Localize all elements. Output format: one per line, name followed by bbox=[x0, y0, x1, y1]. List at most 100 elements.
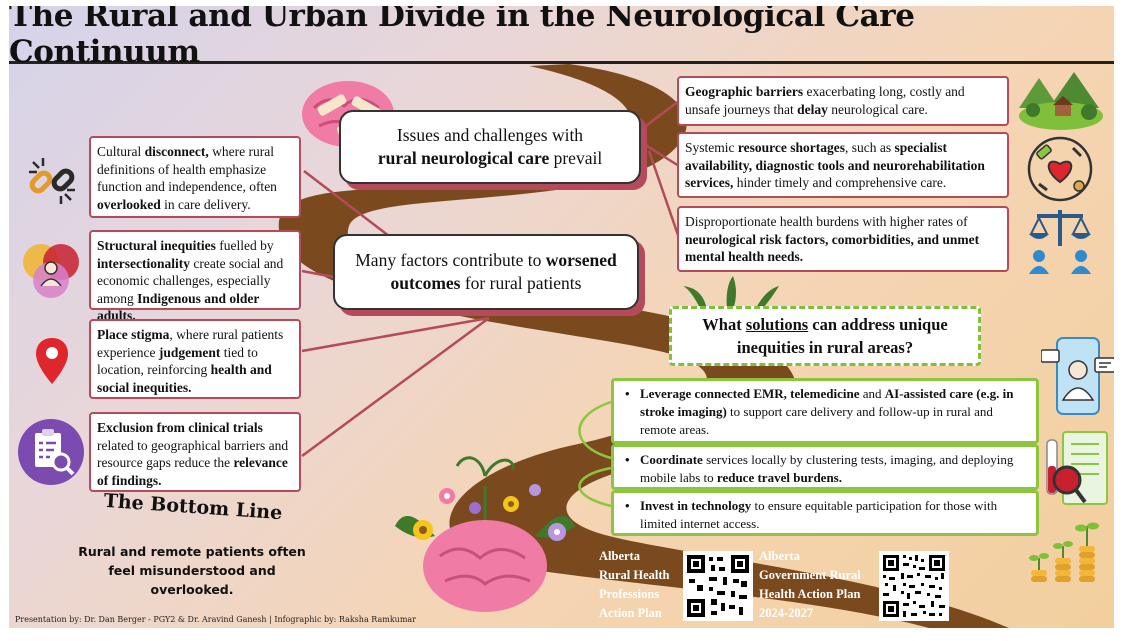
text-bold: overlooked bbox=[97, 196, 161, 212]
text-bold: Structural inequities bbox=[97, 238, 216, 253]
healthcare-circle-icon bbox=[1027, 136, 1093, 202]
qr-label-line: Government Rural bbox=[759, 568, 861, 582]
flower bbox=[469, 502, 481, 514]
flower bbox=[413, 520, 433, 540]
scales-icon bbox=[1029, 210, 1091, 274]
text-bold: resource shortages bbox=[737, 140, 845, 155]
solution-coordinate: Coordinate services locally by clusterin… bbox=[611, 444, 1039, 490]
text-part: exacerbating long, costly and unsafe jou… bbox=[685, 84, 965, 117]
geographic-barriers-box: Geographic barriers exacerbating long, c… bbox=[677, 76, 1009, 126]
solution-invest: Invest in technology to ensure equitable… bbox=[611, 490, 1039, 536]
text-bold: delay bbox=[797, 101, 828, 117]
text-bold: intersectionality bbox=[97, 255, 190, 271]
page-title: The Rural and Urban Divide in the Neurol… bbox=[9, 6, 915, 70]
coin-plants-icon bbox=[1029, 522, 1099, 582]
resource-shortages-box: Systemic resource shortages, such as spe… bbox=[677, 132, 1009, 198]
text-part: related to geographical barriers and res… bbox=[97, 437, 289, 471]
qr-label-line: Alberta bbox=[599, 549, 640, 563]
text-part: , where rural patients experience bbox=[97, 327, 284, 360]
health-burdens-box: Disproportionate health burdens with hig… bbox=[677, 206, 1009, 272]
flower bbox=[529, 484, 541, 496]
qr-label-line: Health Action Plan bbox=[759, 587, 861, 601]
flower bbox=[503, 496, 519, 512]
lab-results-icon bbox=[1046, 431, 1108, 505]
qr-label-line: Professions bbox=[599, 587, 660, 601]
solutions-q-underlined: solutions bbox=[745, 315, 809, 334]
text-bold: health and social inequities. bbox=[97, 362, 272, 395]
leaves-decoration bbox=[683, 276, 779, 310]
flower bbox=[439, 488, 455, 504]
text-bold: Place stigma bbox=[97, 327, 170, 342]
qr-code-government-rural-health[interactable] bbox=[879, 551, 949, 621]
factors-line1-bold: worsened bbox=[545, 250, 617, 270]
connector-lines bbox=[301, 100, 681, 458]
solutions-q-line2: inequities in rural areas? bbox=[736, 338, 914, 357]
qr-label-line: Rural Health bbox=[599, 568, 670, 582]
text-part: to support care delivery and follow-up i… bbox=[640, 404, 993, 437]
text-part: Cultural bbox=[97, 144, 145, 159]
text-part: tied to location, reinforcing bbox=[97, 344, 258, 378]
text-bold: disconnect, bbox=[144, 144, 209, 159]
text-part: and bbox=[859, 386, 885, 401]
text-part: where rural definitions of health emphas… bbox=[97, 144, 277, 194]
text-bold: relevance of findings. bbox=[97, 455, 288, 488]
solutions-q-pre: What bbox=[702, 315, 746, 334]
qr-code-rural-health-professions[interactable] bbox=[683, 551, 753, 621]
text-bold: Exclusion from clinical trials bbox=[97, 420, 263, 435]
brain-flowers-icon bbox=[395, 456, 575, 612]
text-part: neurological care. bbox=[827, 101, 928, 117]
factors-bubble: Many factors contribute to worsened outc… bbox=[333, 234, 639, 310]
qr-label-government-rural-health: Alberta Government Rural Health Action P… bbox=[759, 547, 861, 623]
text-bold: Geographic barriers bbox=[685, 84, 804, 99]
flower bbox=[548, 523, 566, 541]
qr-label-rural-health-professions: Alberta Rural Health Professions Action … bbox=[599, 547, 669, 623]
text-part: fuelled by bbox=[215, 238, 274, 253]
structural-inequities-box: Structural inequities fuelled by interse… bbox=[89, 230, 301, 323]
solution-emr: Leverage connected EMR, telemedicine and… bbox=[611, 378, 1039, 444]
text-bold: reduce travel burdens. bbox=[716, 470, 842, 485]
text-bold: Leverage connected EMR, telemedicine bbox=[640, 386, 860, 401]
solution-connectors bbox=[578, 400, 612, 508]
text-part: create social and economic challenges, e… bbox=[97, 255, 284, 306]
infographic-poster: The Rural and Urban Divide in the Neurol… bbox=[9, 6, 1114, 628]
road-shape bbox=[278, 64, 1009, 628]
broken-chain-icon bbox=[29, 158, 75, 204]
text-bold: neurological risk factors, comorbidities… bbox=[685, 231, 980, 265]
background-road bbox=[278, 64, 1009, 628]
issues-bubble: Issues and challenges with rural neurolo… bbox=[339, 110, 641, 184]
location-pin-icon bbox=[36, 338, 68, 384]
clipboard-search-icon bbox=[18, 419, 84, 485]
village-icon bbox=[1019, 72, 1103, 130]
issues-line1: Issues and challenges with bbox=[396, 125, 584, 145]
solutions-question: What solutions can address unique inequi… bbox=[669, 306, 981, 366]
text-part: in care delivery. bbox=[160, 196, 251, 212]
place-stigma-box: Place stigma, where rural patients exper… bbox=[89, 319, 301, 399]
telemedicine-phone-icon bbox=[1041, 337, 1114, 415]
title-bar: The Rural and Urban Divide in the Neurol… bbox=[9, 6, 1114, 70]
text-part: Disproportionate health burdens with hig… bbox=[685, 214, 968, 229]
intersectionality-icon bbox=[23, 244, 79, 298]
text-part: services locally by clustering tests, im… bbox=[640, 452, 1014, 485]
issues-line2-bold: rural neurological care bbox=[377, 148, 550, 168]
qr-label-line: 2024-2027 bbox=[759, 606, 814, 620]
bottom-line-text: Rural and remote patients often feel mis… bbox=[78, 544, 306, 597]
text-part: hinder timely and comprehensive care. bbox=[733, 175, 947, 190]
qr-label-line: Alberta bbox=[759, 549, 800, 563]
factors-line1-pre: Many factors contribute to bbox=[355, 250, 546, 270]
text-bold: judgement bbox=[158, 344, 221, 360]
factors-line2-rest: for rural patients bbox=[460, 273, 582, 293]
text-bold: Invest in technology bbox=[640, 498, 752, 513]
clinical-trials-box: Exclusion from clinical trials related t… bbox=[89, 412, 301, 492]
factors-line2-bold: outcomes bbox=[390, 273, 461, 293]
text-bold: specialist availability, diagnostic tool… bbox=[685, 140, 985, 190]
text-bold: AI-assisted care (e.g. in stroke imaging… bbox=[640, 386, 1014, 419]
solutions-q-post: can address unique bbox=[808, 315, 948, 334]
issues-line2-rest: prevail bbox=[549, 148, 603, 168]
qr-label-line: Action Plan bbox=[599, 606, 662, 620]
credits: Presentation by: Dr. Dan Berger - PGY2 &… bbox=[15, 615, 416, 624]
cultural-disconnect-box: Cultural disconnect, where rural definit… bbox=[89, 136, 301, 218]
text-part: Systemic bbox=[685, 140, 738, 155]
text-bold: Coordinate bbox=[640, 452, 703, 467]
text-part: to ensure equitable participation for th… bbox=[640, 498, 998, 531]
text-part: , such as bbox=[844, 140, 895, 155]
